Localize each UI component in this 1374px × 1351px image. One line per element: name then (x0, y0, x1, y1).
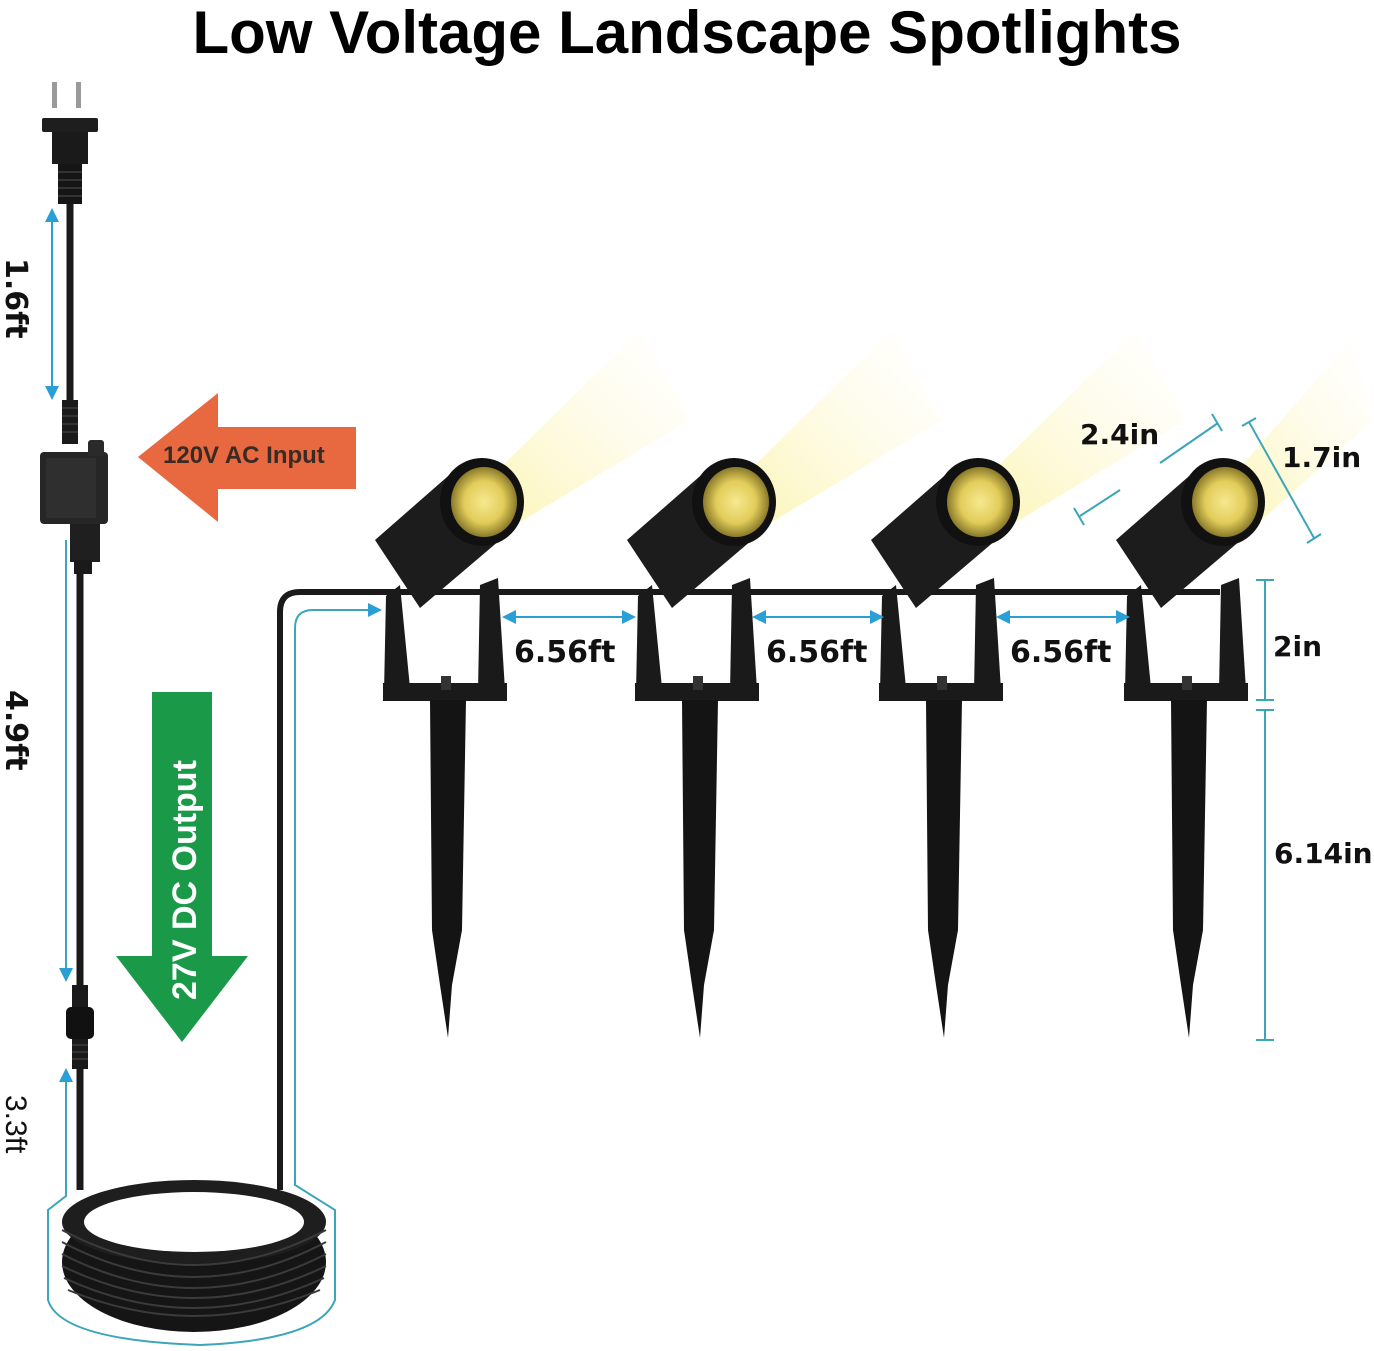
dimension-adapter-to-connector (59, 540, 73, 982)
spotlight-3 (871, 330, 1186, 1038)
power-adapter-icon (40, 440, 108, 574)
dimension-plug-to-adapter (45, 208, 59, 400)
spacing-label-1: 6.56ft (514, 635, 615, 670)
spacing-arrow-1 (502, 610, 636, 624)
spacing-label-2: 6.56ft (766, 635, 867, 670)
dc-output-arrow (116, 692, 248, 1042)
spotlight-1 (375, 330, 690, 1038)
spacing-label-3: 6.56ft (1010, 635, 1111, 670)
cable-connector-icon (66, 985, 94, 1069)
dimension-head-diameter (1241, 417, 1322, 544)
spotlight-2 (627, 330, 942, 1038)
length-label-2: 4.9ft (0, 690, 33, 771)
dimension-stake-length (1256, 709, 1274, 1041)
dimension-bracket-height (1256, 579, 1274, 701)
cable-coil-icon (61, 1180, 327, 1332)
dc-output-label: 27V DC Output (166, 760, 204, 1000)
spotlight-4 (1116, 340, 1374, 1038)
spacing-arrow-3 (996, 610, 1130, 624)
power-plug-icon (42, 82, 98, 204)
page-title: Low Voltage Landscape Spotlights (192, 0, 1182, 66)
stake-length-label: 6.14in (1274, 837, 1373, 870)
ac-input-label: 120V AC Input (163, 442, 325, 469)
head-diameter-label: 1.7in (1282, 441, 1361, 474)
main-cable (277, 589, 1220, 1190)
length-label-1: 1.6ft (0, 258, 33, 339)
head-length-label: 2.4in (1080, 418, 1159, 451)
bracket-height-label: 2in (1273, 630, 1322, 663)
spacing-arrow-2 (752, 610, 884, 624)
length-label-3: 3.3ft (0, 1095, 32, 1154)
dimension-connector-to-coil (47, 603, 382, 1347)
ac-input-arrow (138, 393, 356, 522)
dimension-head-length (1073, 413, 1223, 526)
